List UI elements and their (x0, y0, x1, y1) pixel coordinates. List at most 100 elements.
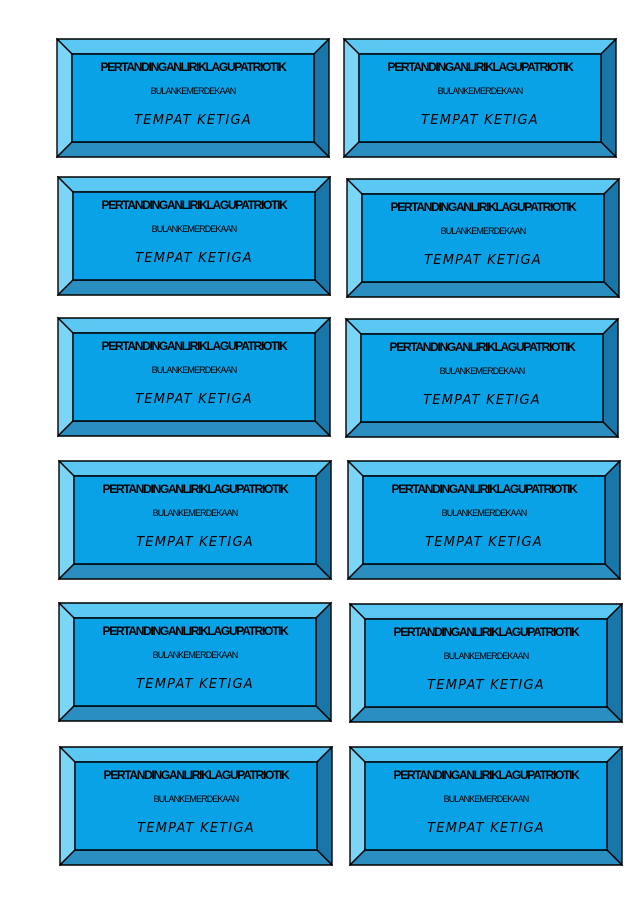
bevel-right (600, 38, 617, 158)
bevel-right (606, 603, 623, 723)
bevel-left (56, 38, 73, 158)
bevel-right (314, 176, 331, 296)
bevel-frame (58, 602, 332, 722)
bevel-left (347, 460, 364, 580)
bevel-frame (343, 38, 617, 158)
label-face (364, 618, 608, 708)
label-place: TEMPAT KETIGA (424, 253, 542, 268)
bevel-frame (349, 603, 623, 723)
label-subtitle: BULANKEMERDEKAAN (441, 508, 528, 518)
bevel-top (345, 318, 619, 335)
bevel-top (349, 603, 623, 620)
label-place: TEMPAT KETIGA (427, 678, 545, 693)
bevel-top (59, 746, 333, 763)
label-title: PERTANDINGANLIRIKLAGUPATRIOTIK (391, 482, 578, 496)
label-face (73, 475, 317, 565)
label-face (72, 332, 316, 422)
label-card: PERTANDINGANLIRIKLAGUPATRIOTIK BULANKEME… (58, 460, 332, 580)
label-title: PERTANDINGANLIRIKLAGUPATRIOTIK (390, 200, 577, 214)
label-subtitle: BULANKEMERDEKAAN (443, 651, 530, 661)
label-card: PERTANDINGANLIRIKLAGUPATRIOTIK BULANKEME… (59, 746, 333, 866)
bevel-top (58, 460, 332, 477)
label-face (358, 53, 602, 143)
bevel-frame (59, 746, 333, 866)
label-place: TEMPAT KETIGA (423, 393, 541, 408)
label-face (74, 761, 318, 851)
label-face (362, 475, 606, 565)
label-place: TEMPAT KETIGA (427, 821, 545, 836)
bevel-left (58, 460, 75, 580)
bevel-right (603, 178, 620, 298)
bevel-bottom (58, 705, 332, 722)
bevel-top (57, 176, 331, 193)
bevel-left (58, 602, 75, 722)
bevel-right (316, 746, 333, 866)
label-place: TEMPAT KETIGA (135, 251, 253, 266)
label-title: PERTANDINGANLIRIKLAGUPATRIOTIK (393, 768, 580, 782)
bevel-frame (58, 460, 332, 580)
bevel-right (315, 602, 332, 722)
label-face (71, 53, 315, 143)
bevel-frame (57, 176, 331, 296)
bevel-top (346, 178, 620, 195)
bevel-top (349, 746, 623, 763)
label-title: PERTANDINGANLIRIKLAGUPATRIOTIK (102, 482, 289, 496)
label-title: PERTANDINGANLIRIKLAGUPATRIOTIK (102, 624, 289, 638)
label-subtitle: BULANKEMERDEKAAN (151, 224, 238, 234)
bevel-right (602, 318, 619, 438)
label-title: PERTANDINGANLIRIKLAGUPATRIOTIK (387, 60, 574, 74)
bevel-bottom (349, 706, 623, 723)
bevel-bottom (349, 849, 623, 866)
label-subtitle: BULANKEMERDEKAAN (150, 86, 237, 96)
label-subtitle: BULANKEMERDEKAAN (440, 226, 527, 236)
label-subtitle: BULANKEMERDEKAAN (153, 794, 240, 804)
label-place: TEMPAT KETIGA (136, 677, 254, 692)
bevel-frame (349, 746, 623, 866)
bevel-right (604, 460, 621, 580)
bevel-right (313, 38, 330, 158)
bevel-left (343, 38, 360, 158)
bevel-top (347, 460, 621, 477)
label-card: PERTANDINGANLIRIKLAGUPATRIOTIK BULANKEME… (343, 38, 617, 158)
label-face (73, 617, 317, 707)
bevel-frame (346, 178, 620, 298)
bevel-right (606, 746, 623, 866)
bevel-bottom (346, 281, 620, 298)
bevel-right (315, 460, 332, 580)
bevel-bottom (343, 141, 617, 158)
label-subtitle: BULANKEMERDEKAAN (443, 794, 530, 804)
label-face (72, 191, 316, 281)
bevel-frame (347, 460, 621, 580)
label-subtitle: BULANKEMERDEKAAN (437, 86, 524, 96)
label-card: PERTANDINGANLIRIKLAGUPATRIOTIK BULANKEME… (345, 318, 619, 438)
bevel-left (57, 176, 74, 296)
bevel-bottom (57, 420, 331, 437)
bevel-frame (57, 317, 331, 437)
bevel-left (349, 746, 366, 866)
label-title: PERTANDINGANLIRIKLAGUPATRIOTIK (389, 340, 576, 354)
bevel-top (56, 38, 330, 55)
label-card: PERTANDINGANLIRIKLAGUPATRIOTIK BULANKEME… (58, 602, 332, 722)
label-place: TEMPAT KETIGA (135, 392, 253, 407)
label-place: TEMPAT KETIGA (421, 113, 539, 128)
label-title: PERTANDINGANLIRIKLAGUPATRIOTIK (100, 60, 287, 74)
bevel-left (349, 603, 366, 723)
label-title: PERTANDINGANLIRIKLAGUPATRIOTIK (393, 625, 580, 639)
label-subtitle: BULANKEMERDEKAAN (439, 366, 526, 376)
bevel-frame (345, 318, 619, 438)
label-title: PERTANDINGANLIRIKLAGUPATRIOTIK (103, 768, 290, 782)
label-face (360, 333, 604, 423)
bevel-left (345, 318, 362, 438)
label-card: PERTANDINGANLIRIKLAGUPATRIOTIK BULANKEME… (346, 178, 620, 298)
label-subtitle: BULANKEMERDEKAAN (152, 508, 239, 518)
label-card: PERTANDINGANLIRIKLAGUPATRIOTIK BULANKEME… (57, 176, 331, 296)
bevel-frame (56, 38, 330, 158)
bevel-bottom (56, 141, 330, 158)
label-place: TEMPAT KETIGA (137, 821, 255, 836)
label-face (361, 193, 605, 283)
label-place: TEMPAT KETIGA (425, 535, 543, 550)
bevel-bottom (59, 849, 333, 866)
label-card: PERTANDINGANLIRIKLAGUPATRIOTIK BULANKEME… (347, 460, 621, 580)
label-card: PERTANDINGANLIRIKLAGUPATRIOTIK BULANKEME… (349, 746, 623, 866)
label-card: PERTANDINGANLIRIKLAGUPATRIOTIK BULANKEME… (56, 38, 330, 158)
